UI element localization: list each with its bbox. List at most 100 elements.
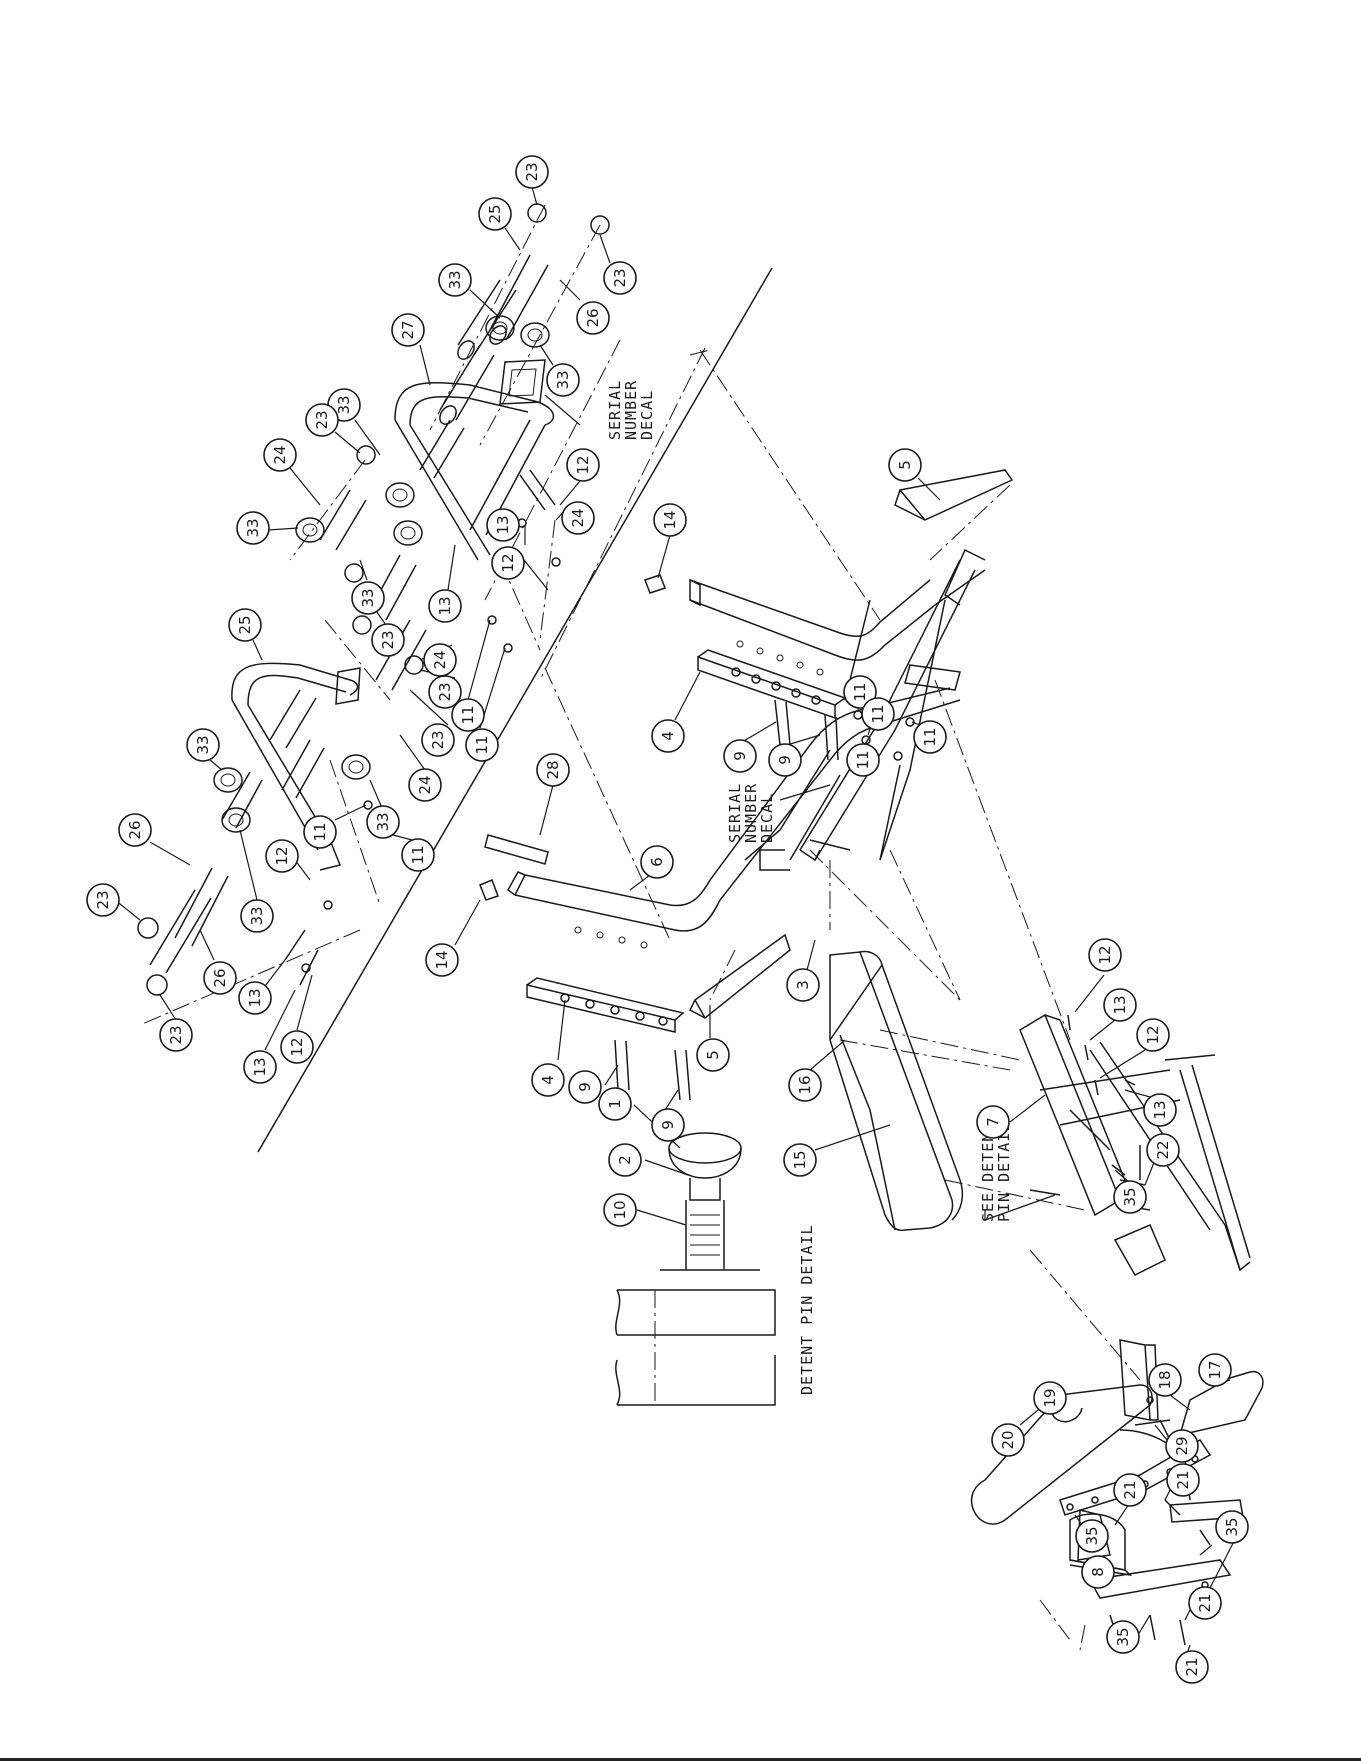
part-number: 8 bbox=[1089, 1567, 1107, 1577]
callout-circle bbox=[561, 501, 595, 535]
callout-circle bbox=[640, 845, 674, 879]
part-number: 18 bbox=[1156, 1370, 1174, 1389]
part-callout: 23 bbox=[159, 1018, 193, 1052]
part-callout: 11 bbox=[843, 675, 877, 709]
part-number: 11 bbox=[869, 704, 887, 723]
part-callout: 25 bbox=[478, 197, 512, 231]
part-callouts: 2325233326273333232433241312121333232423… bbox=[86, 155, 1249, 1684]
callout-circle bbox=[203, 961, 237, 995]
callout-circle bbox=[1198, 1353, 1232, 1387]
callout-circle bbox=[788, 1068, 822, 1102]
callout-circle bbox=[401, 838, 435, 872]
part-callout: 23 bbox=[86, 883, 120, 917]
part-callout: 17 bbox=[1198, 1353, 1232, 1387]
part-callout: 2 bbox=[608, 1143, 642, 1177]
part-callout: 9 bbox=[651, 1108, 685, 1142]
part-number: 10 bbox=[611, 1200, 629, 1219]
note-detent-title: DETENT PIN DETAIL bbox=[798, 1224, 816, 1395]
part-number: 23 bbox=[611, 268, 629, 287]
callout-circle bbox=[408, 768, 442, 802]
part-callout: 23 bbox=[428, 675, 462, 709]
part-callout: 33 bbox=[366, 805, 400, 839]
part-number: 25 bbox=[236, 615, 254, 634]
callout-circle bbox=[843, 675, 877, 709]
part-number: 33 bbox=[248, 906, 266, 925]
callout-circle bbox=[1088, 938, 1122, 972]
part-number: 3 bbox=[794, 980, 812, 990]
part-callout: 3 bbox=[786, 968, 820, 1002]
part-callout: 11 bbox=[303, 815, 337, 849]
note-line: NUMBER bbox=[622, 380, 640, 440]
part-number: 12 bbox=[499, 553, 517, 572]
callout-circle bbox=[1166, 1463, 1200, 1497]
callout-circle bbox=[236, 511, 270, 545]
callout-circle bbox=[366, 805, 400, 839]
part-callout: 33 bbox=[186, 728, 220, 762]
callout-circle bbox=[861, 697, 895, 731]
part-callout: 11 bbox=[913, 720, 947, 754]
callout-circle bbox=[531, 1063, 565, 1097]
part-number: 11 bbox=[851, 682, 869, 701]
part-callout: 13 bbox=[1143, 1093, 1177, 1127]
part-callout: 21 bbox=[1188, 1586, 1222, 1620]
part-callout: 11 bbox=[846, 743, 880, 777]
note-line: SERIAL bbox=[606, 380, 624, 440]
part-number: 15 bbox=[791, 1150, 809, 1169]
part-number: 33 bbox=[374, 812, 392, 831]
callout-circle bbox=[421, 723, 455, 757]
part-callout: 23 bbox=[371, 623, 405, 657]
part-callout: 35 bbox=[1106, 1620, 1140, 1654]
callout-circle bbox=[371, 623, 405, 657]
part-callout: 16 bbox=[788, 1068, 822, 1102]
part-callout: 27 bbox=[391, 313, 425, 347]
part-number: 4 bbox=[659, 731, 677, 741]
part-number: 9 bbox=[731, 751, 749, 761]
part-callout: 35 bbox=[1215, 1510, 1249, 1544]
part-number: 14 bbox=[661, 510, 679, 529]
part-number: 33 bbox=[446, 270, 464, 289]
part-number: 28 bbox=[544, 760, 562, 779]
callout-circle bbox=[768, 743, 802, 777]
callout-circle bbox=[1113, 1180, 1147, 1214]
part-number: 12 bbox=[273, 846, 291, 865]
part-callout: 24 bbox=[423, 643, 457, 677]
part-callout: 33 bbox=[438, 263, 472, 297]
part-number: 35 bbox=[1083, 1526, 1101, 1545]
callout-circle bbox=[159, 1018, 193, 1052]
part-number: 13 bbox=[436, 596, 454, 615]
callout-circle bbox=[263, 438, 297, 472]
part-number: 21 bbox=[1174, 1470, 1192, 1489]
part-callout: 4 bbox=[531, 1063, 565, 1097]
part-number: 11 bbox=[921, 727, 939, 746]
callout-circle bbox=[546, 363, 580, 397]
serial-decal-top-leader bbox=[544, 394, 581, 426]
part-number: 23 bbox=[429, 730, 447, 749]
callout-circle bbox=[1075, 1519, 1109, 1553]
part-callout: 23 bbox=[421, 723, 455, 757]
callout-circle bbox=[846, 743, 880, 777]
callout-circle bbox=[723, 739, 757, 773]
callout-circle bbox=[1165, 1429, 1199, 1463]
note-serial-decal-mid: SERIAL NUMBER DECAL bbox=[726, 783, 776, 843]
part-number: 11 bbox=[311, 822, 329, 841]
part-number: 35 bbox=[1223, 1517, 1241, 1536]
part-callout: 8 bbox=[1081, 1555, 1115, 1589]
part-callout: 13 bbox=[243, 1050, 277, 1084]
part-number: 7 bbox=[984, 1117, 1002, 1127]
part-number: 11 bbox=[459, 705, 477, 724]
detent-pin-detail bbox=[615, 1132, 776, 1406]
callout-circle bbox=[491, 546, 525, 580]
part-callout: 5 bbox=[888, 448, 922, 482]
callout-circle bbox=[786, 968, 820, 1002]
part-callout: 18 bbox=[1148, 1363, 1182, 1397]
callout-circle bbox=[428, 589, 462, 623]
part-number: 33 bbox=[244, 518, 262, 537]
part-callout: 7 bbox=[976, 1105, 1010, 1139]
part-number: 23 bbox=[313, 410, 331, 429]
callout-circle bbox=[240, 899, 274, 933]
part-callout: 12 bbox=[280, 1030, 314, 1064]
callout-circle bbox=[1148, 1363, 1182, 1397]
callout-circle bbox=[265, 839, 299, 873]
part-number: 19 bbox=[1041, 1388, 1059, 1407]
part-number: 22 bbox=[1154, 1140, 1172, 1159]
